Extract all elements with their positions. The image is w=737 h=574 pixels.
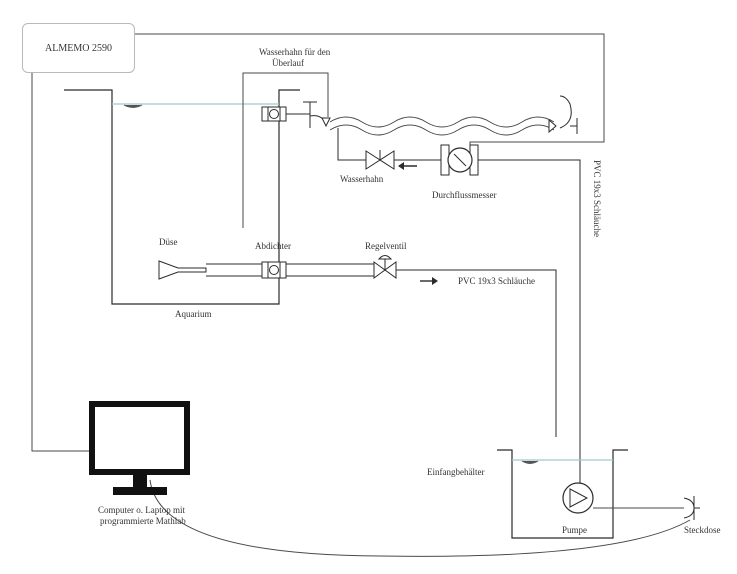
almemo-computer-cable [31, 73, 92, 452]
sealer-label: Abdichter [255, 241, 291, 251]
pump-icon [562, 482, 594, 514]
almemo-label: ALMEMO 2590 [45, 42, 112, 54]
nozzle-label: Düse [159, 237, 178, 247]
aquarium-water-marker [123, 104, 143, 108]
flowmeter-label: Durchflussmesser [432, 190, 497, 200]
computer-label-line1: Computer o. Laptop mit [98, 505, 185, 515]
control-valve-label: Regelventil [365, 241, 407, 251]
nozzle-icon [158, 260, 207, 280]
control-valve-icon [373, 255, 397, 279]
hose-end-arrow [548, 118, 557, 134]
overflow-riser [242, 72, 329, 228]
collection-water-marker [521, 460, 539, 464]
flow-direction-arrow-lower [420, 277, 438, 285]
socket-icon [683, 496, 700, 520]
return-pipe [337, 128, 366, 161]
flow-direction-arrow-upper [398, 162, 417, 170]
aquarium-tank [64, 89, 300, 305]
nozzle-pipe [206, 263, 262, 277]
supply-pipe [478, 159, 581, 498]
sealer-to-valve-pipe [286, 263, 374, 277]
overflow-tap-label-line1: Wasserhahn für den [259, 47, 331, 57]
computer-monitor-icon [89, 401, 190, 495]
socket-label: Steckdose [684, 525, 721, 535]
almemo-flowmeter-cable [135, 33, 605, 152]
pump-label: Pumpe [562, 525, 588, 535]
computer-socket-cable [149, 479, 691, 557]
overflow-tap-label-line2: Überlauf [272, 58, 304, 68]
overflow-hose-lower [329, 124, 555, 136]
hose-hook-icon [559, 95, 578, 134]
pvc-hose-vertical-label: PVC 19x3 Schläuche [592, 160, 602, 237]
upper-sealer-icon [261, 106, 287, 122]
almemo-device: ALMEMO 2590 [22, 23, 135, 73]
overflow-hose [329, 116, 555, 128]
overflow-tap-icon [303, 101, 331, 128]
flowmeter-icon [440, 144, 479, 176]
collection-tank [497, 449, 628, 539]
valve-to-pump-pipe [396, 269, 557, 437]
water-tap-valve-icon [365, 150, 395, 170]
water-tap-label: Wasserhahn [340, 174, 384, 184]
aquarium-label: Aquarium [175, 309, 212, 319]
lower-sealer-icon [261, 261, 287, 279]
computer-label-line2: programmierte Mathlab [100, 516, 186, 526]
collection-tank-label: Einfangbehälter [427, 467, 485, 477]
pvc-hose-label: PVC 19x3 Schläuche [458, 276, 535, 286]
